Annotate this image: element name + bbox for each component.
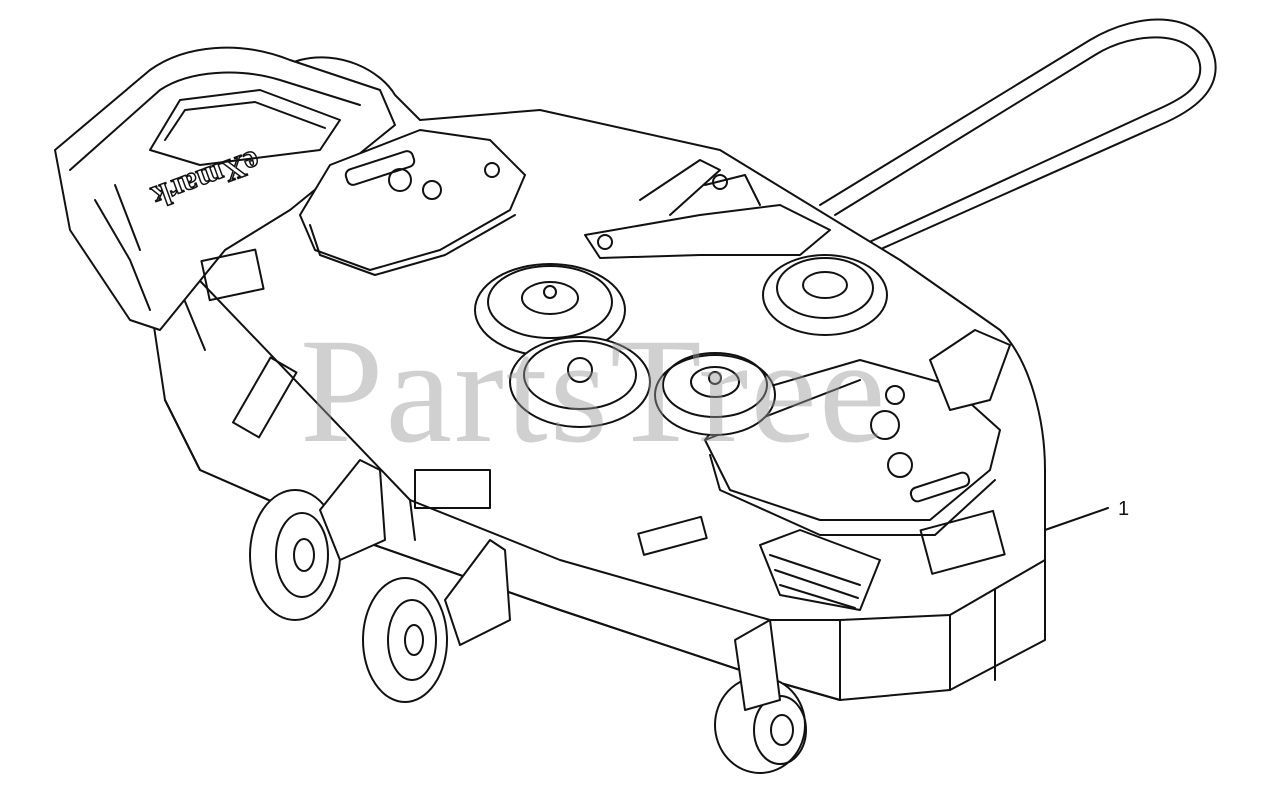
pulley-idler [654,352,776,436]
pulley-center [509,336,651,428]
pulley-left [474,263,626,357]
wheel-bracket-left [319,459,511,646]
step-plate [759,529,881,611]
safety-decals [200,248,1006,575]
callout-leader-1 [1044,507,1109,531]
pulley-right [762,254,888,336]
belt-cover-right [704,359,1001,536]
wheel-bracket-right [734,329,1011,711]
side-discharge-hood [54,46,396,331]
drive-belt [819,18,1217,266]
idler-arm [584,159,831,259]
belt-cover-left [299,129,526,276]
gauge-wheel-front-left [362,577,448,703]
callout-label-1: 1 [1118,498,1130,520]
